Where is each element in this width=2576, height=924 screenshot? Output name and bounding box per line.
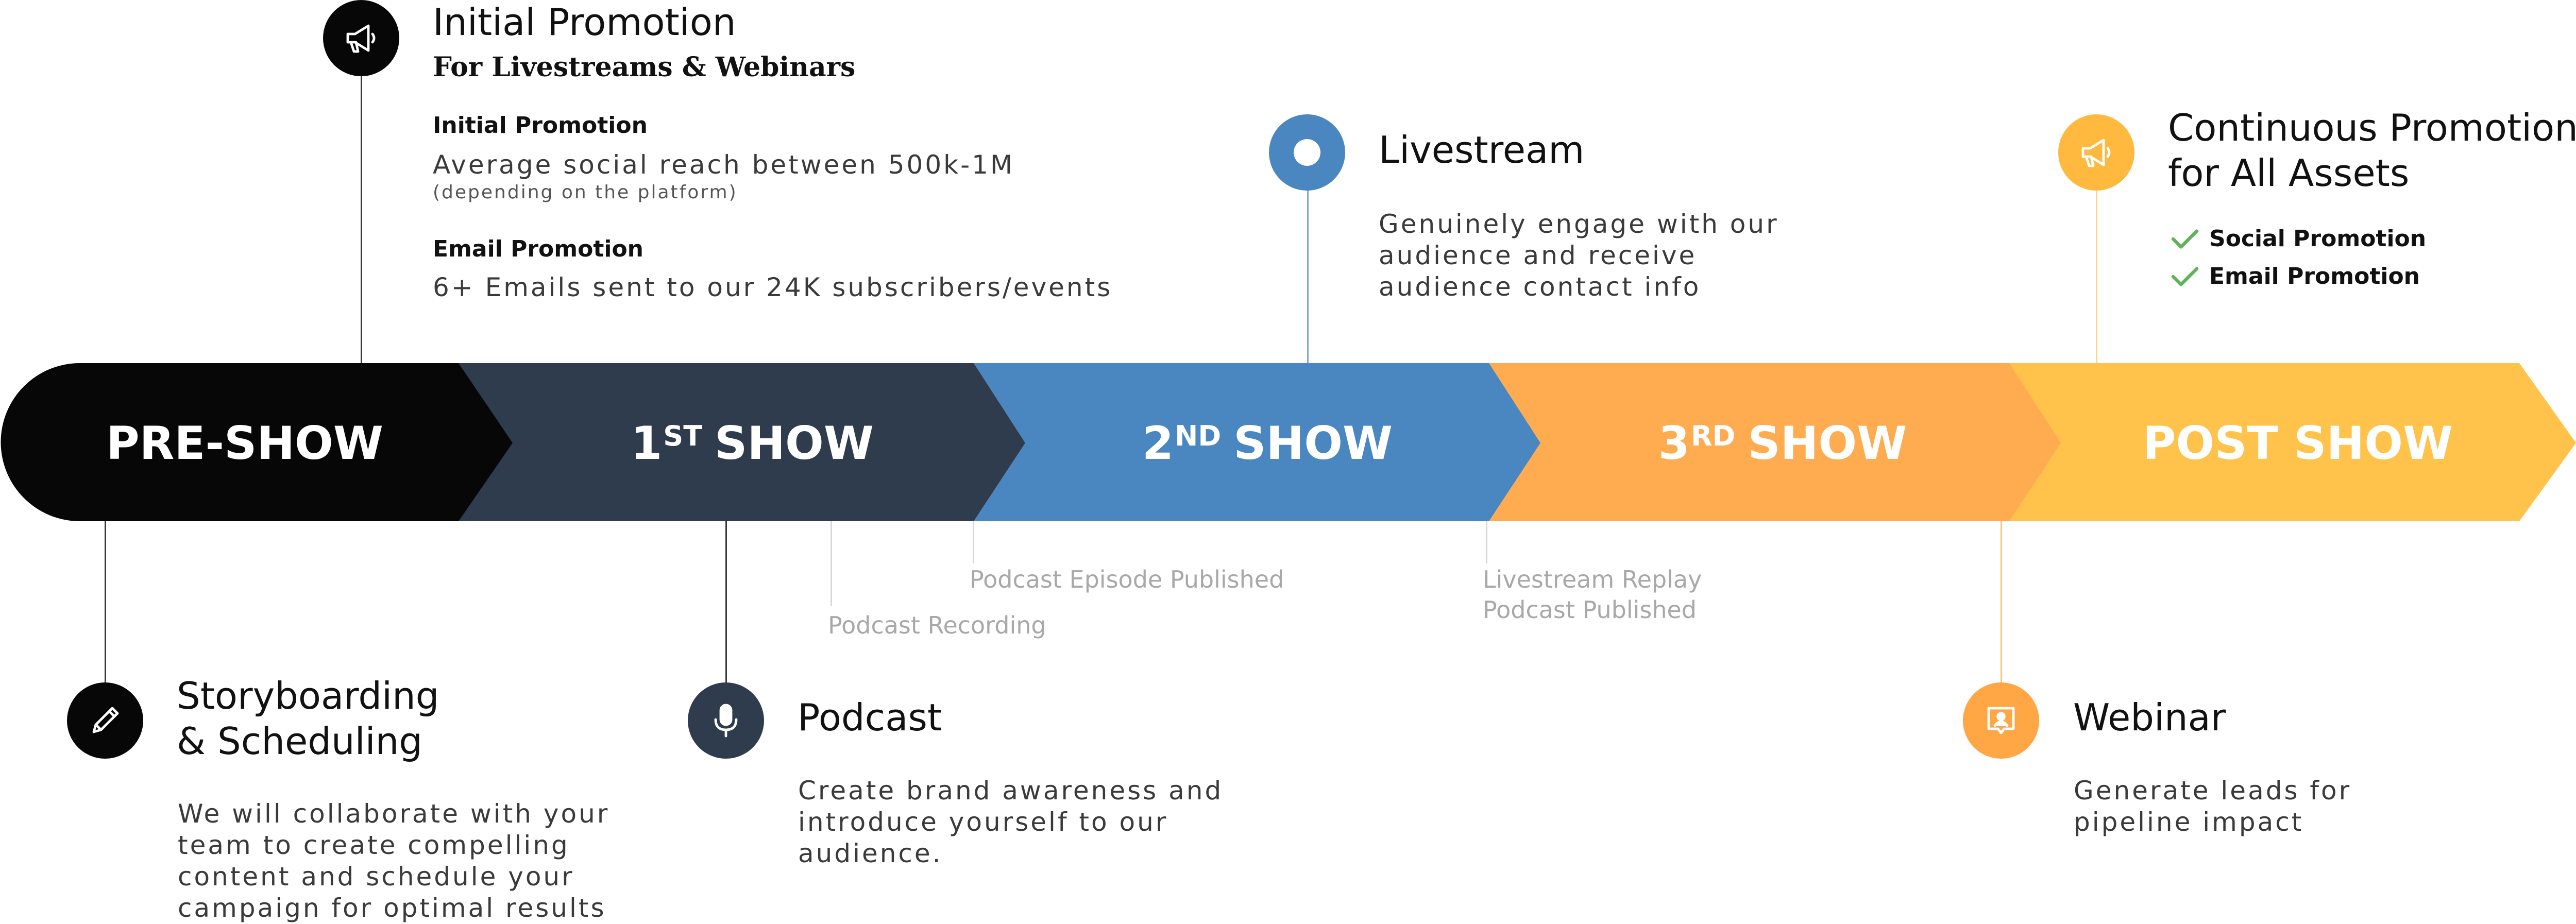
initial-promotion-icon-circle xyxy=(323,0,399,76)
list-item: Email Promotion xyxy=(2170,263,2426,289)
initial-promotion-text: Average social reach between 500k-1M xyxy=(433,150,1015,180)
webinar-description: Generate leads for pipeline impact xyxy=(2074,776,2352,837)
connector-podcast xyxy=(725,521,727,722)
livestream-icon-circle xyxy=(1269,114,1345,191)
podcast-icon-circle xyxy=(688,682,764,759)
stage-label-preshow: PRE-SHOW xyxy=(106,416,383,470)
livestream-description: Genuinely engage with our audience and r… xyxy=(1379,209,1779,302)
continuous-promotion-icon-circle xyxy=(2058,114,2134,191)
storyboarding-description: We will collaborate with your team to cr… xyxy=(178,799,610,923)
initial-promotion-subtitle: For Livestreams & Webinars xyxy=(433,52,856,83)
livestream-title: Livestream xyxy=(1379,128,1585,172)
tick-podcast-episode xyxy=(973,521,974,563)
storyboarding-icon-circle xyxy=(67,682,143,759)
milestone-podcast-episode: Podcast Episode Published xyxy=(970,566,1284,593)
connector-storyboarding xyxy=(105,521,106,722)
check-icon xyxy=(2171,266,2199,286)
check-icon xyxy=(2171,229,2199,249)
storyboarding-title: Storyboarding & Scheduling xyxy=(177,674,439,763)
webinar-icon-circle xyxy=(1963,682,2039,759)
presentation-icon xyxy=(1987,707,2015,734)
show3-segment xyxy=(1489,363,2061,521)
tick-replay xyxy=(1486,521,1487,563)
milestone-livestream-replay: Livestream Replay Podcast Published xyxy=(1483,566,1702,624)
milestone-podcast-recording: Podcast Recording xyxy=(828,611,1046,639)
connector-livestream xyxy=(1307,155,1309,363)
continuous-promotion-list: Social Promotion Email Promotion xyxy=(2170,226,2426,301)
preshow-segment xyxy=(1,363,513,521)
connector-webinar xyxy=(2001,521,2002,722)
pencil-icon xyxy=(92,707,119,733)
megaphone-icon xyxy=(2081,139,2111,167)
microphone-icon xyxy=(714,704,738,738)
continuous-promotion-title: Continuous Promotion for All Assets xyxy=(2168,106,2576,195)
postshow-segment xyxy=(2004,363,2576,521)
podcast-title: Podcast xyxy=(798,696,942,739)
tick-podcast-recording xyxy=(831,521,832,606)
email-promotion-item-label: Email Promotion xyxy=(2209,263,2420,289)
email-promotion-text: 6+ Emails sent to our 24K subscribers/ev… xyxy=(433,272,1113,302)
webinar-title: Webinar xyxy=(2073,696,2226,739)
show2-segment xyxy=(974,363,1540,521)
initial-promotion-label: Initial Promotion xyxy=(433,112,648,139)
stage-label-postshow: POST SHOW xyxy=(2142,416,2453,470)
record-icon xyxy=(1294,139,1320,166)
podcast-description: Create brand awareness and introduce you… xyxy=(798,776,1224,868)
email-promotion-label: Email Promotion xyxy=(433,236,643,262)
social-promotion-label: Social Promotion xyxy=(2209,226,2427,252)
initial-promotion-note: (depending on the platform) xyxy=(433,182,738,203)
show1-segment xyxy=(459,363,1025,521)
connector-initial-promotion xyxy=(361,52,362,363)
megaphone-icon xyxy=(346,24,376,53)
list-item: Social Promotion xyxy=(2170,226,2426,252)
connector-continuous xyxy=(2096,155,2097,363)
initial-promotion-title: Initial Promotion xyxy=(433,1,736,44)
